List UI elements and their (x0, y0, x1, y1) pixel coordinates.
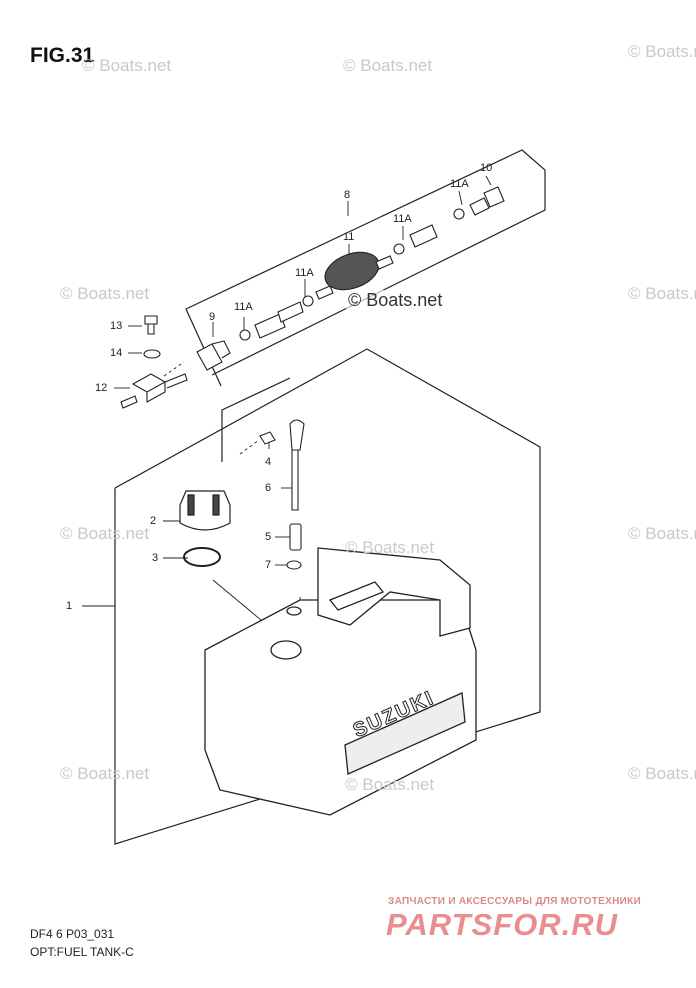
hose-clip (393, 243, 405, 255)
fuel-cap-ribs (187, 494, 220, 516)
callout-4: 4 (265, 456, 272, 468)
pickup-pipe-6 (289, 419, 305, 511)
callout-11: 11 (343, 231, 355, 243)
figure-code: DF4 6 P03_031 (30, 927, 115, 941)
figure-caption: OPT:FUEL TANK-C (30, 945, 134, 959)
callout-2: 2 (150, 515, 157, 527)
watermark: © Boats.net (60, 524, 150, 543)
callout-3: 3 (152, 552, 159, 564)
tank-group-outline (114, 348, 541, 845)
watermark: © Boats.net (343, 56, 433, 75)
pickup-group-outline (221, 377, 291, 462)
callout-9: 9 (209, 311, 216, 323)
callout-14: 14 (110, 347, 123, 359)
callout-6: 6 (265, 482, 272, 494)
watermark: © Boats.net (345, 538, 435, 557)
hose-segment (254, 313, 286, 339)
callout-13: 13 (110, 320, 123, 332)
tank-logo-plate (344, 692, 466, 775)
watermark: © Boats.net (346, 290, 445, 311)
fuel-joint-12 (120, 373, 188, 409)
callout-11a: 11A (450, 178, 469, 190)
primer-bulb-neck (315, 255, 394, 300)
callout-7: 7 (265, 559, 272, 571)
callout-11a: 11A (295, 267, 314, 279)
hose-clip (453, 208, 465, 220)
callout-1: 1 (66, 600, 73, 612)
tank-filler-neck (270, 640, 302, 660)
watermark: © Boats.net (60, 764, 150, 783)
watermark: © Boats.net (82, 56, 172, 75)
hose-group-outline (185, 149, 546, 387)
filter-5 (289, 523, 302, 551)
tank-handle (317, 547, 471, 637)
watermark: © Boats.net (628, 284, 696, 303)
fuel-tank-1 (204, 547, 477, 816)
callout-12: 12 (95, 382, 108, 394)
brand-tagline: ЗАПЧАСТИ И АКСЕССУАРЫ ДЛЯ МОТОТЕХНИКИ (388, 896, 641, 907)
callout-8: 8 (344, 189, 351, 201)
bolt-13 (144, 315, 158, 335)
figure-title: FIG.31 (30, 44, 95, 67)
cap-group (179, 490, 231, 567)
hose-segment (409, 224, 438, 248)
watermark: © Boats.net (60, 284, 150, 303)
o-ring-7 (286, 560, 302, 570)
pickup-parts (259, 419, 305, 570)
fuel-joint-group (120, 315, 188, 409)
hose-segment (277, 301, 304, 323)
washer-14 (143, 349, 161, 359)
hose-clip (302, 295, 314, 307)
watermark: © Boats.net (628, 764, 696, 783)
watermark: © Boats.net (628, 42, 696, 61)
watermark: © Boats.net (345, 775, 435, 794)
tank-handle-grip (328, 581, 385, 611)
callout-5: 5 (265, 531, 272, 543)
callout-10: 10 (480, 162, 493, 174)
tank-vent-port (286, 606, 302, 616)
hose-connector-engine-side (469, 186, 505, 216)
fuel-hose-assembly (196, 186, 505, 371)
brand-logo: PARTSFOR.RU (386, 907, 619, 942)
callout-11a: 11A (393, 213, 412, 225)
hose-connector-tank-side (196, 340, 231, 371)
callout-11a: 11A (234, 301, 253, 313)
vent-screw-4 (259, 431, 276, 445)
hose-clip (239, 329, 251, 341)
gasket-3 (183, 547, 221, 567)
watermark: © Boats.net (628, 524, 696, 543)
